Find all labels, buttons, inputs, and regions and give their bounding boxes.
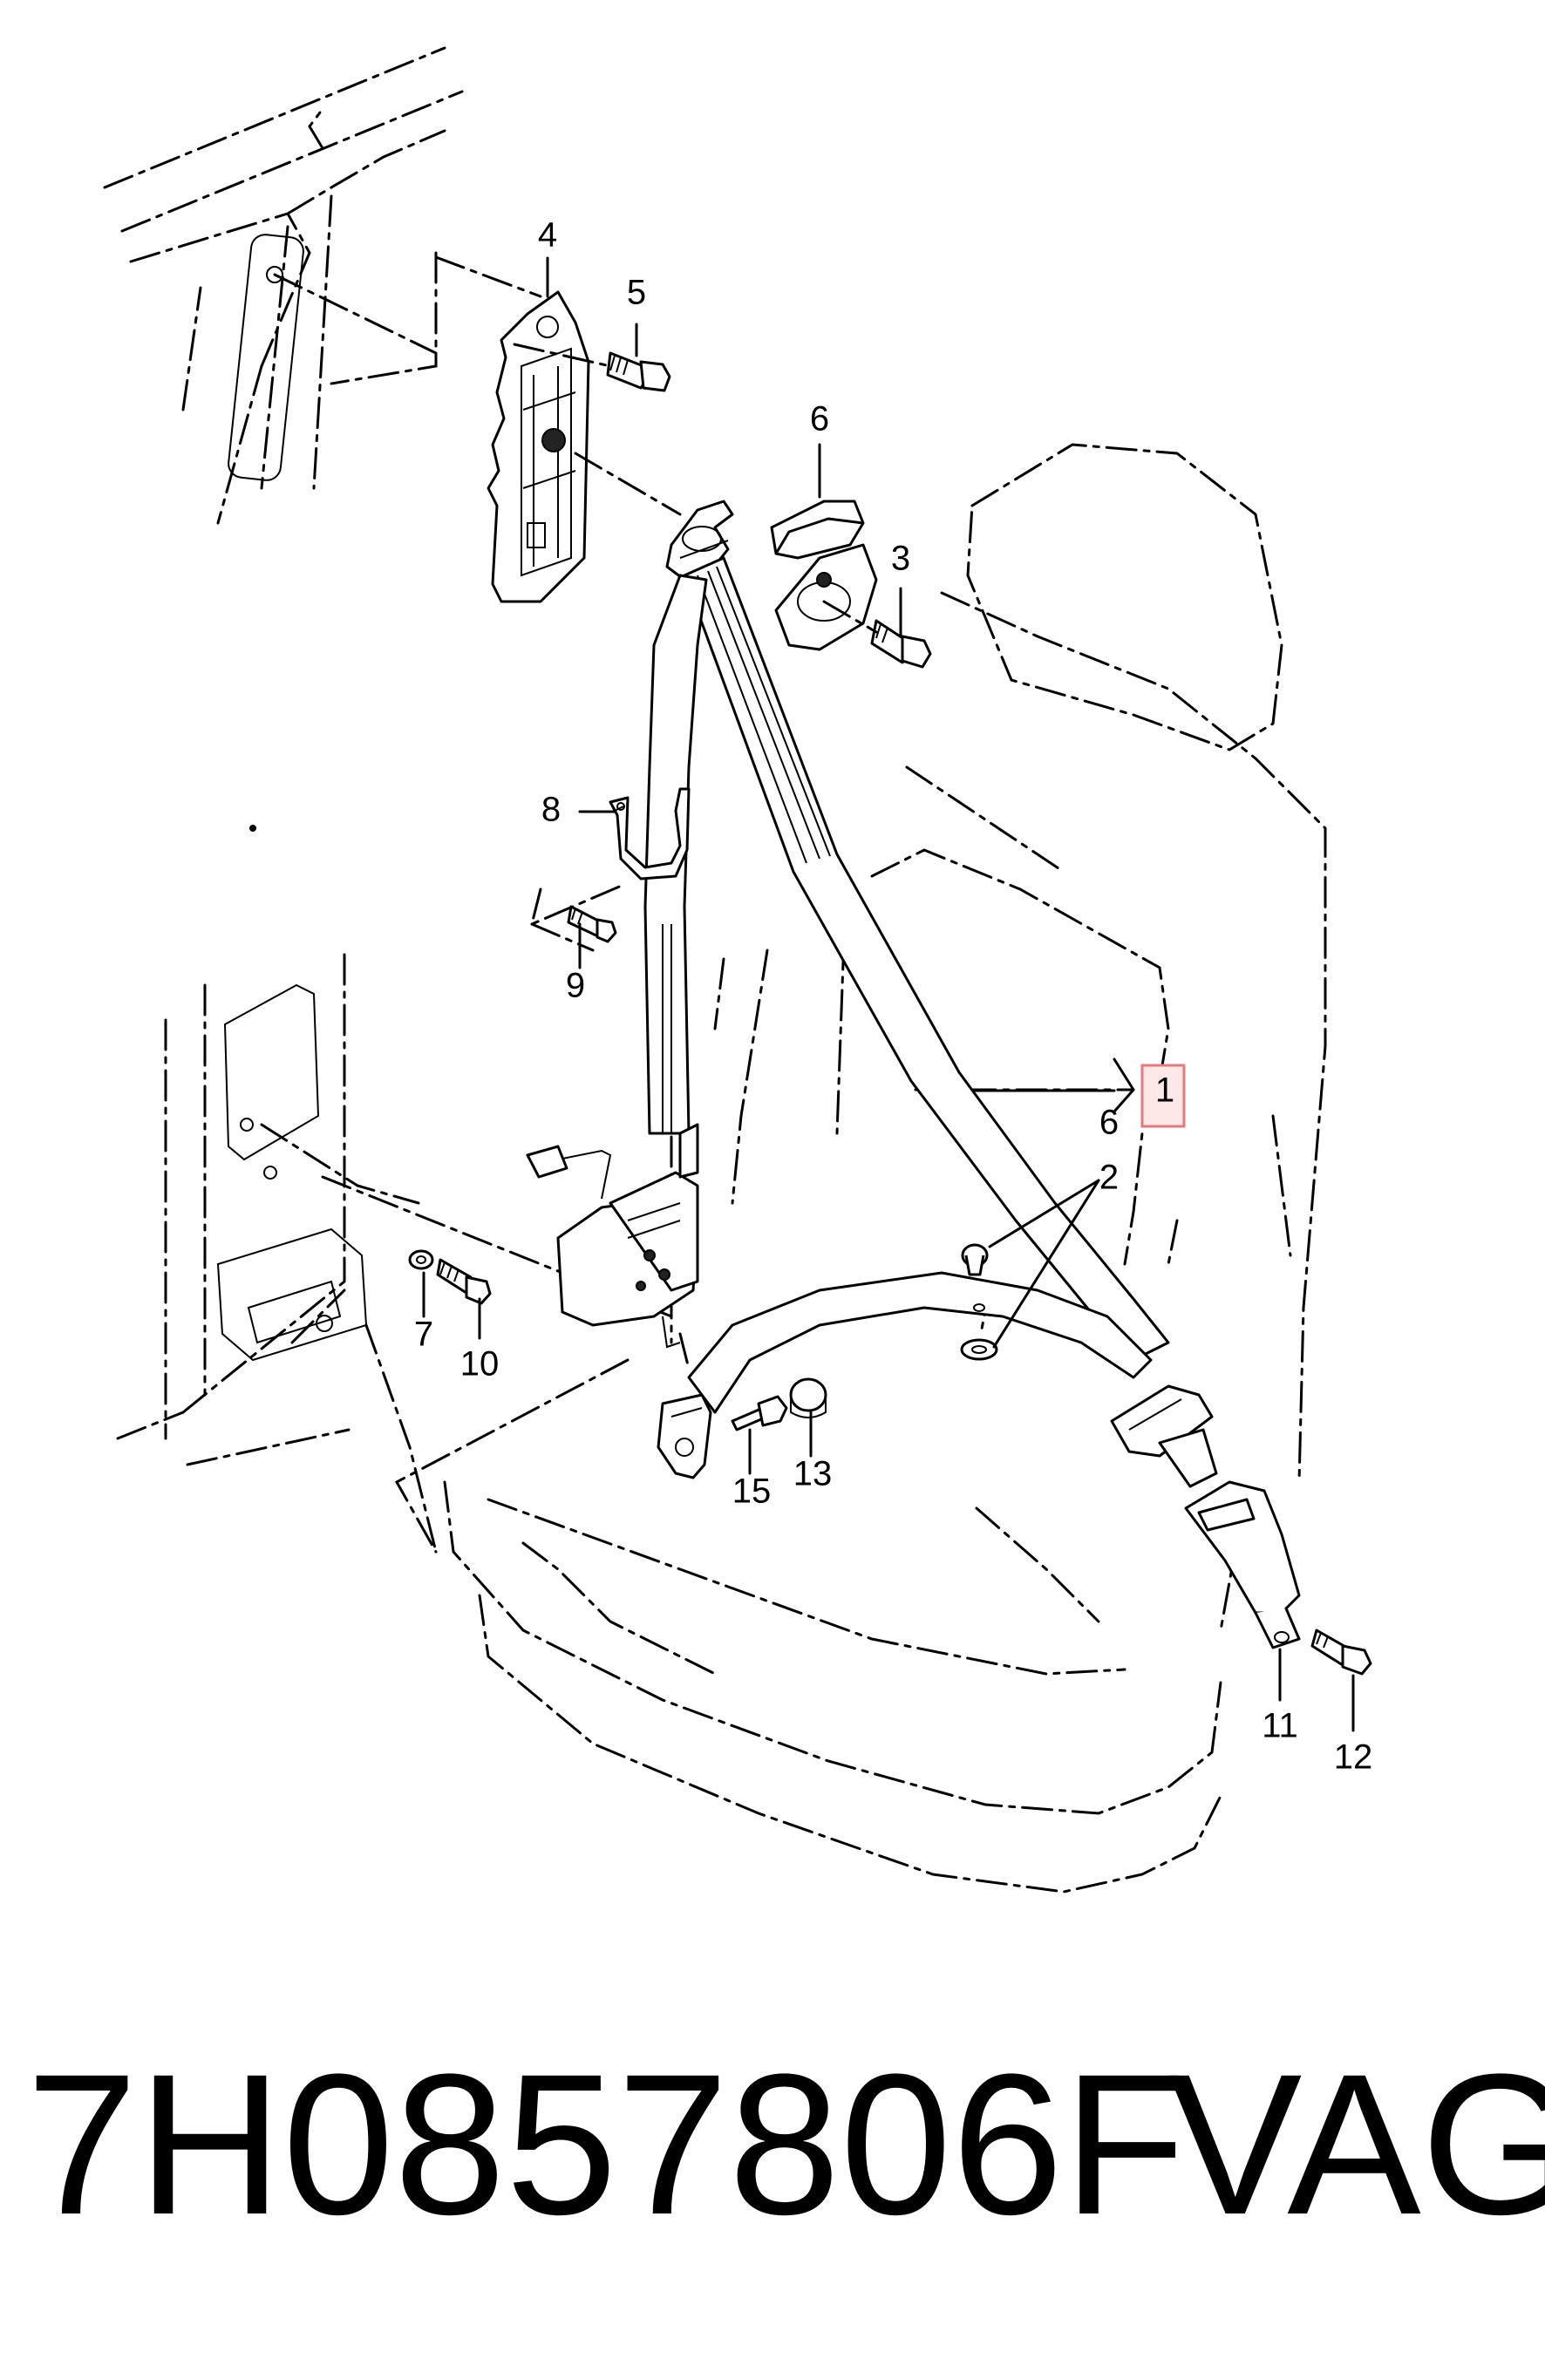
screw-9 [567,905,617,943]
callout-5: 5 [627,274,646,312]
callout-13: 13 [793,1455,833,1493]
callout-3: 3 [891,540,910,578]
seat-belt-buckle [1184,1480,1301,1649]
bolt-3 [822,600,932,669]
lower-body-outline [116,953,673,1554]
mounting-bracket [487,290,590,603]
seat-outline [443,443,1327,1894]
callout-11: 11 [1262,1707,1298,1745]
callout-1: 1 [1155,1071,1174,1110]
latch-plate [1110,1384,1218,1488]
callout-7: 7 [414,1316,433,1354]
lower-anchor [657,1393,712,1479]
callout-2: 2 [1099,1159,1119,1197]
bolt-10 [436,1258,492,1305]
exploded-parts-diagram: 1 2 3 4 5 6 6 7 8 9 10 11 12 13 15 [103,46,1373,1894]
callout-6-side: 6 [1099,1104,1119,1142]
bolt-5 [513,343,671,392]
clip-2-upper [961,1243,989,1276]
belt-guide-deflector [770,500,878,651]
callout-8: 8 [541,791,561,829]
leader-lines [422,256,1355,1732]
washer-7 [408,1249,434,1270]
callout-9: 9 [566,967,585,1005]
part-number: 7H0857806F [26,2032,1186,2256]
bolt-15 [731,1395,788,1431]
height-adjuster-rail [609,787,691,881]
b-pillar-outline [103,46,464,525]
retractor-unit [526,1123,699,1349]
stray-dot [249,825,256,832]
callout-6-top: 6 [810,400,829,439]
lap-belt [687,1271,1153,1414]
highlight-box [1140,1064,1186,1128]
footer: 7H0857806F VAG [0,2031,1545,2258]
callout-12: 12 [1334,1738,1373,1777]
bolt-12 [1310,1629,1372,1676]
brand-label: VAG [1168,2032,1545,2256]
callout-10: 10 [460,1345,500,1384]
callout-4: 4 [538,216,557,255]
washer-2-lower [960,1303,998,1361]
callout-15: 15 [732,1472,772,1511]
cap-13 [789,1377,827,1418]
